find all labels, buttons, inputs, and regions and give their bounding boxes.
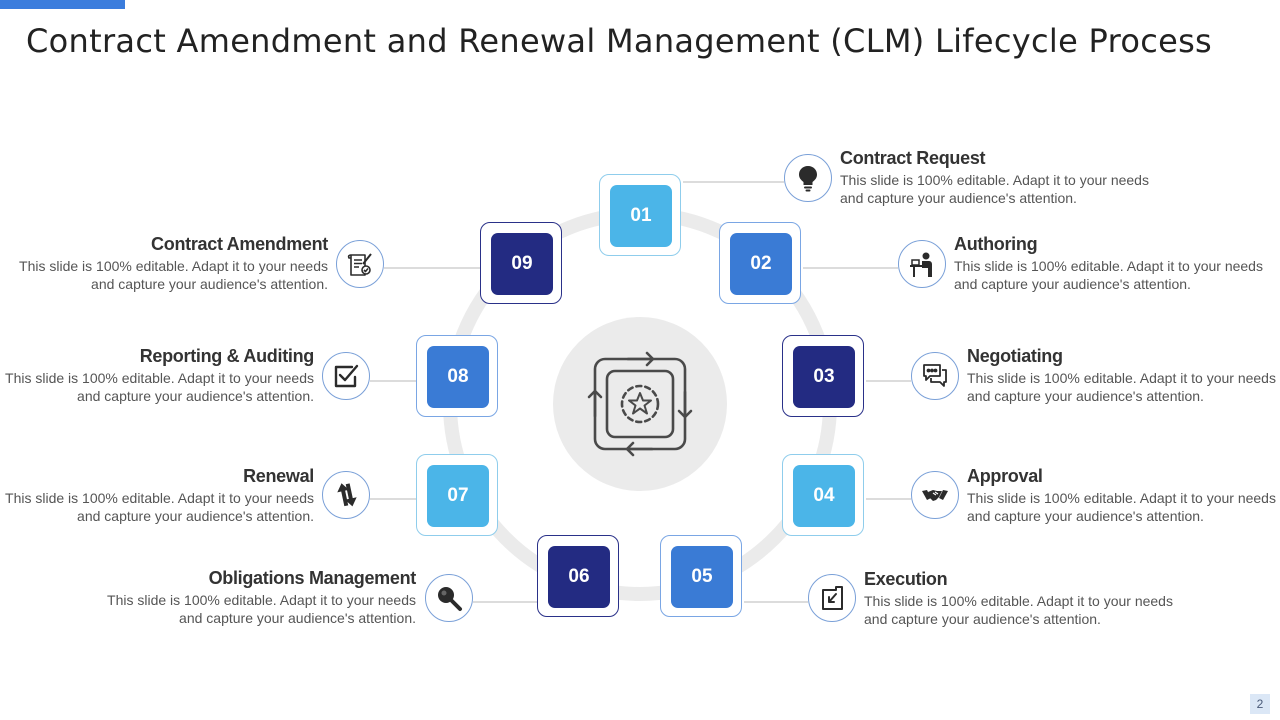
accent-bar (0, 0, 125, 9)
step-description: This slide is 100% editable. Adapt it to… (5, 370, 314, 404)
step-title: Contract Amendment (151, 234, 328, 254)
refresh-arrows-icon (337, 483, 357, 507)
step-09-icon-circle (336, 240, 384, 288)
step-title: Execution (864, 569, 948, 589)
step-06-box: 06 (537, 535, 619, 617)
step-08-icon-circle (322, 352, 370, 400)
magnifier-icon (438, 587, 462, 611)
step-05-icon-circle (808, 574, 856, 622)
chat-bubbles-icon (923, 364, 947, 387)
step-number-badge: 01 (610, 185, 672, 247)
step-01-icon-circle (784, 154, 832, 202)
step-03-text: Negotiating This slide is 100% editable.… (967, 345, 1280, 405)
step-description: This slide is 100% editable. Adapt it to… (967, 370, 1276, 404)
step-number-badge: 04 (793, 465, 855, 527)
step-04-text: Approval This slide is 100% editable. Ad… (967, 465, 1280, 525)
step-description: This slide is 100% editable. Adapt it to… (840, 172, 1149, 206)
step-number-badge: 05 (671, 546, 733, 608)
step-description: This slide is 100% editable. Adapt it to… (19, 258, 328, 292)
step-03-icon-circle (911, 352, 959, 400)
step-01-text: Contract Request This slide is 100% edit… (840, 147, 1170, 207)
step-number-badge: 03 (793, 346, 855, 408)
step-number-badge: 02 (730, 233, 792, 295)
step-07-icon-circle (322, 471, 370, 519)
step-title: Contract Request (840, 148, 986, 168)
page-number: 2 (1250, 694, 1270, 714)
step-04-icon-circle (911, 471, 959, 519)
step-02-box: 02 (719, 222, 801, 304)
step-description: This slide is 100% editable. Adapt it to… (967, 490, 1276, 524)
step-07-box: 07 (416, 454, 498, 536)
connector-lines (370, 181, 911, 603)
page-title: Contract Amendment and Renewal Managemen… (26, 22, 1213, 60)
step-09-box: 09 (480, 222, 562, 304)
step-05-box: 05 (660, 535, 742, 617)
lightbulb-icon (799, 166, 817, 192)
step-06-text: Obligations Management This slide is 100… (86, 567, 416, 627)
step-08-box: 08 (416, 335, 498, 417)
step-03-box: 03 (782, 335, 864, 417)
step-description: This slide is 100% editable. Adapt it to… (954, 258, 1263, 292)
step-number-badge: 09 (491, 233, 553, 295)
step-title: Reporting & Auditing (139, 346, 315, 366)
step-02-icon-circle (898, 240, 946, 288)
step-title: Negotiating (967, 346, 1063, 366)
step-title: Renewal (243, 466, 314, 486)
document-edit-icon (347, 253, 372, 276)
step-number-badge: 08 (427, 346, 489, 408)
cycle-star-icon (587, 351, 693, 457)
step-description: This slide is 100% editable. Adapt it to… (5, 490, 314, 524)
step-number-badge: 06 (548, 546, 610, 608)
step-08-text: Reporting & Auditing This slide is 100% … (0, 345, 314, 405)
step-description: This slide is 100% editable. Adapt it to… (864, 593, 1173, 627)
step-number-badge: 07 (427, 465, 489, 527)
step-07-text: Renewal This slide is 100% editable. Ada… (0, 465, 314, 525)
center-disc (553, 317, 727, 491)
step-title: Authoring (954, 234, 1038, 254)
step-04-box: 04 (782, 454, 864, 536)
handshake-icon (922, 490, 948, 501)
step-05-text: Execution This slide is 100% editable. A… (864, 568, 1194, 628)
step-06-icon-circle (425, 574, 473, 622)
step-description: This slide is 100% editable. Adapt it to… (107, 592, 416, 626)
step-02-text: Authoring This slide is 100% editable. A… (954, 233, 1280, 293)
step-09-text: Contract Amendment This slide is 100% ed… (0, 233, 328, 293)
sign-document-icon (822, 586, 843, 610)
step-title: Obligations Management (208, 568, 417, 588)
person-at-desk-icon (910, 252, 932, 277)
step-01-box: 01 (599, 174, 681, 256)
step-title: Approval (967, 466, 1043, 486)
checkbox-icon (334, 364, 359, 388)
